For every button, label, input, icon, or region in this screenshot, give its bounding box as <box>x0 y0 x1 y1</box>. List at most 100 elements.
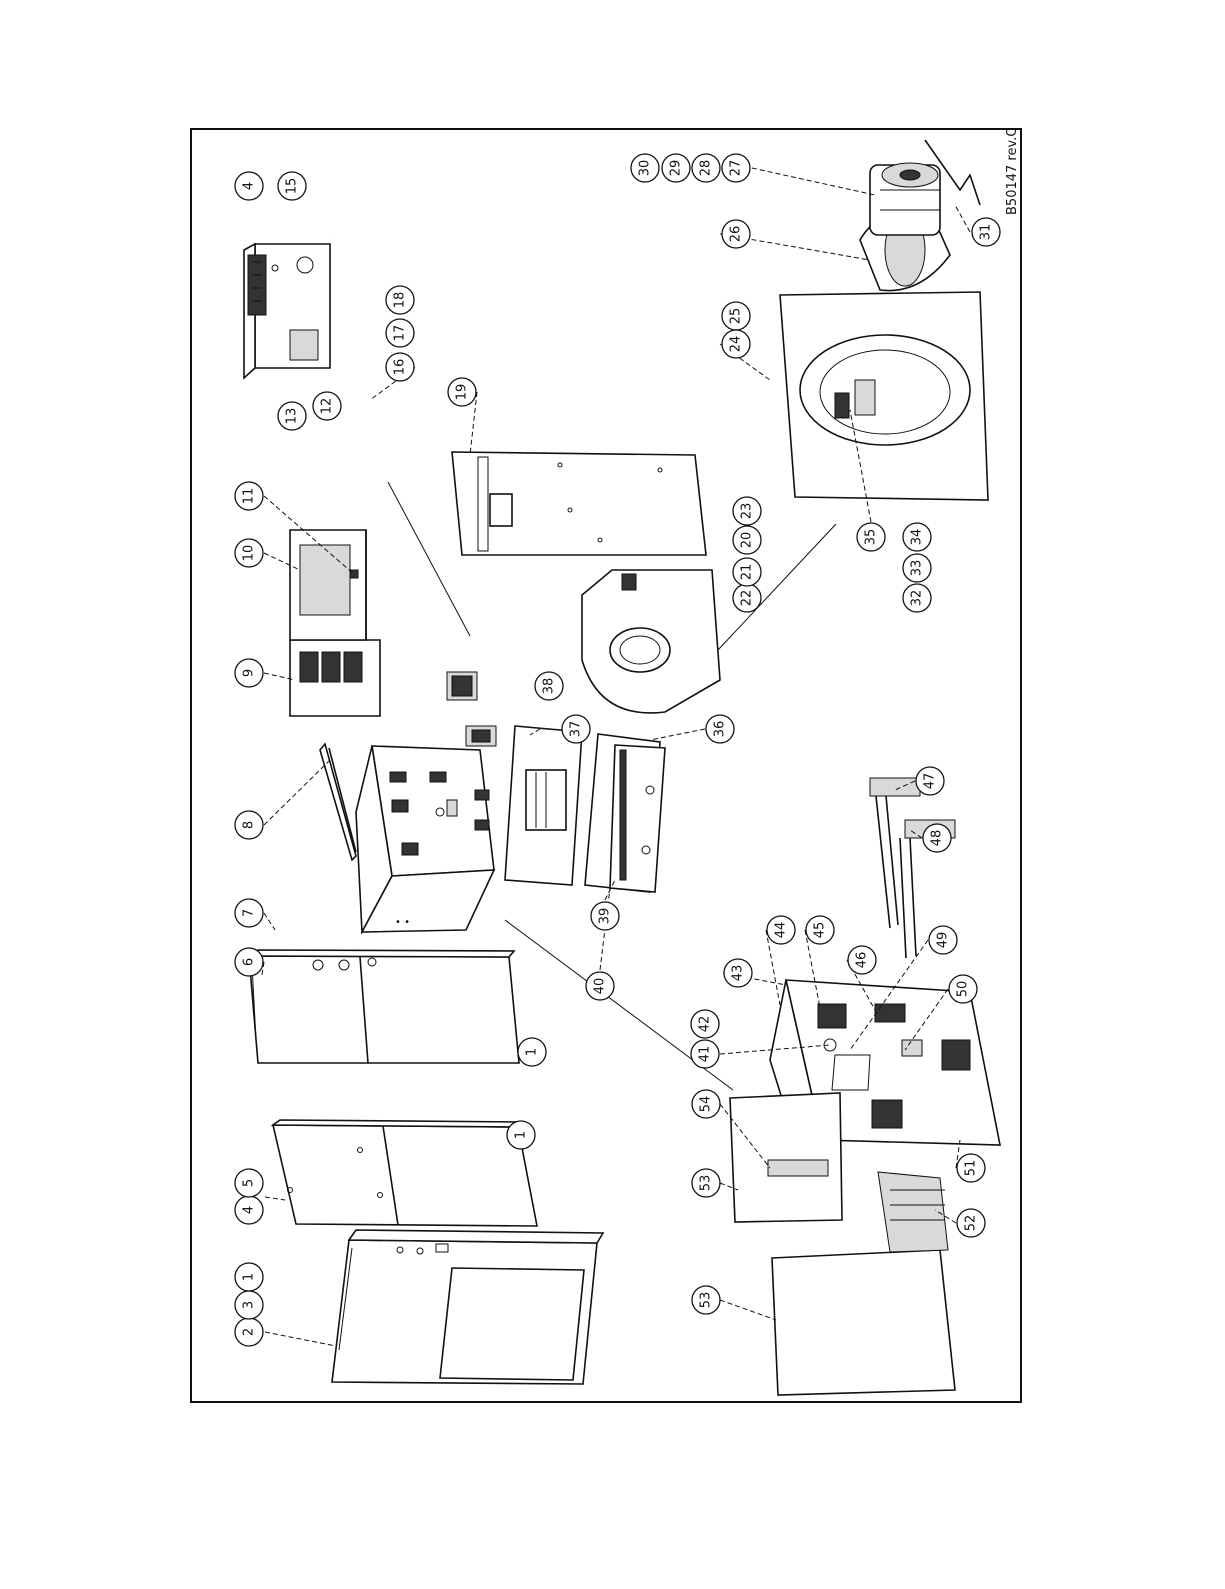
callout-c-1a: 1 <box>235 1263 263 1291</box>
callout-c-42: 42 <box>691 1010 719 1038</box>
callout-label: 8 <box>242 821 257 829</box>
relay-components <box>447 672 496 746</box>
callout-label: 51 <box>964 1160 979 1177</box>
callout-c-46: 46 <box>848 946 876 974</box>
callout-label: 48 <box>930 830 945 847</box>
callout-c-7: 7 <box>235 899 263 927</box>
callout-label: 1 <box>514 1131 529 1139</box>
callout-c-29: 29 <box>662 154 690 182</box>
callout-label: 26 <box>729 226 744 243</box>
callout-c-21: 21 <box>733 558 761 586</box>
callout-c-37: 37 <box>562 715 590 743</box>
callout-label: 3 <box>242 1301 257 1309</box>
plate-36-39-40 <box>585 734 665 892</box>
callout-c-53b: 53 <box>692 1286 720 1314</box>
disconnect-block <box>290 530 380 716</box>
callout-label: 53 <box>699 1292 714 1309</box>
callout-c-2: 2 <box>235 1318 263 1346</box>
callout-c-48: 48 <box>923 824 951 852</box>
callout-label: 5 <box>242 1179 257 1187</box>
callout-label: 42 <box>698 1016 713 1033</box>
revision-label: B50147 rev.C <box>1005 128 1020 215</box>
callout-c-52: 52 <box>957 1209 985 1237</box>
callout-c-17: 17 <box>386 319 414 347</box>
callout-label: 47 <box>923 773 938 790</box>
callout-c-10: 10 <box>235 539 263 567</box>
callout-label: 43 <box>731 965 746 982</box>
callout-c-3: 3 <box>235 1291 263 1319</box>
callout-c-47: 47 <box>916 767 944 795</box>
callout-label: 2 <box>242 1328 257 1336</box>
callout-c-33: 33 <box>903 554 931 582</box>
callout-label: 15 <box>285 178 300 195</box>
side-panel-b <box>249 950 519 1063</box>
callout-c-4b: 4 <box>235 172 263 200</box>
callout-label: 20 <box>740 532 755 549</box>
callout-c-16: 16 <box>386 353 414 381</box>
control-box-upper: • • <box>356 746 494 932</box>
callout-label: 31 <box>979 224 994 241</box>
access-panel <box>452 452 706 555</box>
callout-c-11: 11 <box>235 482 263 510</box>
callout-label: 38 <box>542 678 557 695</box>
callout-label: 39 <box>598 908 613 925</box>
callout-c-38: 38 <box>535 672 563 700</box>
callout-label: 24 <box>729 336 744 353</box>
callout-c-25: 25 <box>722 302 750 330</box>
callout-c-20: 20 <box>733 526 761 554</box>
callout-label: 18 <box>393 292 408 309</box>
callout-c-34: 34 <box>903 523 931 551</box>
side-panel-a <box>273 1120 537 1226</box>
callout-c-44: 44 <box>767 916 795 944</box>
callout-label: 54 <box>699 1096 714 1113</box>
callout-c-18: 18 <box>386 286 414 314</box>
callout-c-19: 19 <box>448 378 476 406</box>
callout-label: 4 <box>242 182 257 190</box>
svg-text:• •: • • <box>395 917 410 928</box>
large-blower-housing <box>780 292 988 500</box>
callout-label: 13 <box>285 408 300 425</box>
callout-c-4a: 4 <box>235 1196 263 1224</box>
callout-c-23: 23 <box>733 497 761 525</box>
callout-c-51: 51 <box>957 1154 985 1182</box>
callout-label: 17 <box>393 325 408 342</box>
callout-label: 50 <box>956 981 971 998</box>
callout-c-45: 45 <box>806 916 834 944</box>
callout-c-31: 31 <box>972 218 1000 246</box>
callout-label: 7 <box>242 909 257 917</box>
callout-c-5: 5 <box>235 1169 263 1197</box>
callout-c-40: 40 <box>586 972 614 1000</box>
callout-c-28: 28 <box>692 154 720 182</box>
callout-c-50: 50 <box>949 975 977 1003</box>
callout-c-8: 8 <box>235 811 263 839</box>
flex-tube <box>335 240 384 462</box>
callout-label: 16 <box>393 359 408 376</box>
callout-label: 27 <box>729 160 744 177</box>
callout-c-30: 30 <box>631 154 659 182</box>
callout-c-27: 27 <box>722 154 750 182</box>
callout-c-32: 32 <box>903 584 931 612</box>
terminal-bracket <box>244 244 330 378</box>
callout-label: 4 <box>242 1206 257 1214</box>
callout-c-24: 24 <box>722 330 750 358</box>
callout-c-6: 6 <box>235 948 263 976</box>
callout-label: 40 <box>593 978 608 995</box>
small-blower-housing <box>582 570 720 713</box>
callout-label: 53 <box>699 1175 714 1192</box>
callout-label: 25 <box>729 308 744 325</box>
callout-label: 22 <box>740 590 755 607</box>
callout-c-9: 9 <box>235 659 263 687</box>
callout-label: 41 <box>698 1046 713 1063</box>
callout-label: 11 <box>242 488 257 505</box>
callout-c-39: 39 <box>591 902 619 930</box>
callout-label: 44 <box>774 922 789 939</box>
callout-label: 45 <box>813 922 828 939</box>
callout-c-43: 43 <box>724 959 752 987</box>
callout-c-13: 13 <box>278 402 306 430</box>
callout-label: 49 <box>936 932 951 949</box>
callout-label: 29 <box>669 160 684 177</box>
callout-c-15: 15 <box>278 172 306 200</box>
callout-label: 33 <box>910 560 925 577</box>
